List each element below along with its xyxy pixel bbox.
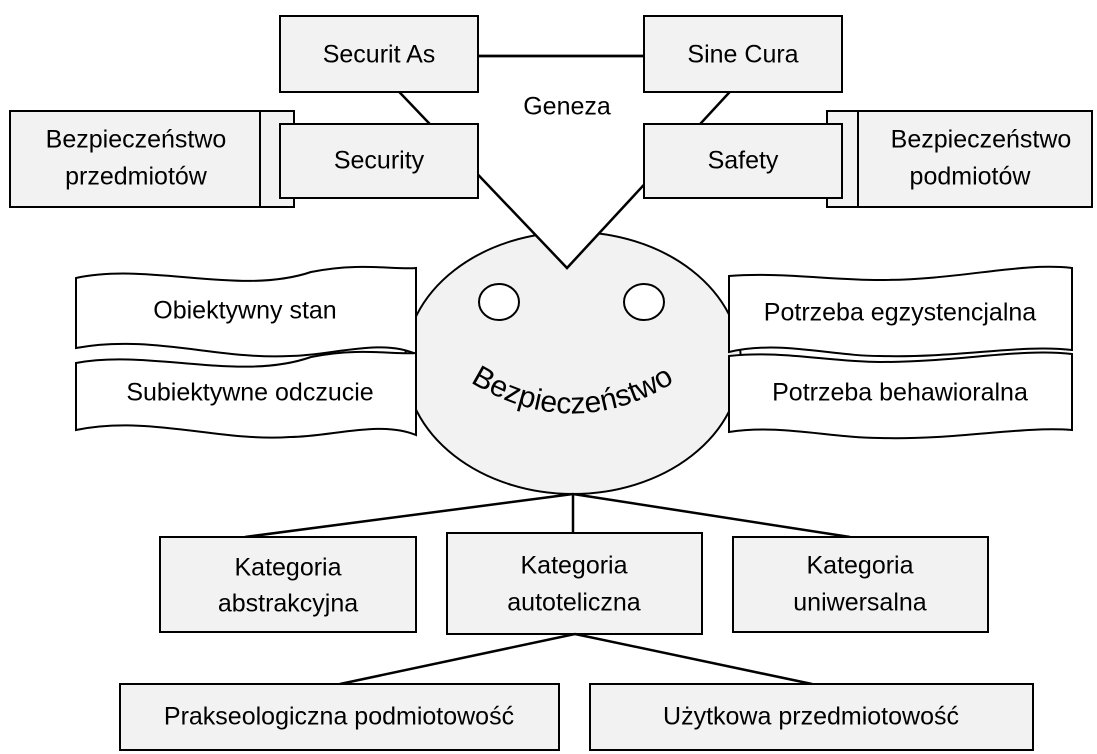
banner-potrzeba-behawioralna-label: Potrzeba behawioralna bbox=[772, 379, 1028, 407]
banner-potrzeba-egzystencjalna bbox=[728, 265, 1073, 358]
security-label: Security bbox=[334, 147, 425, 175]
left-eye bbox=[478, 283, 520, 321]
kategoria-autoteliczna-line1: Kategoria bbox=[520, 552, 627, 580]
sine-cura-box bbox=[643, 15, 843, 93]
kategoria-abstrakcyjna-box bbox=[159, 536, 417, 633]
bezpieczenstwo-przedmiotow-box bbox=[9, 110, 261, 208]
prakseologiczna-podmiotowosc-label: Prakseologiczna podmiotowość bbox=[164, 703, 514, 731]
banner-obiektywny-stan-label: Obiektywny stan bbox=[153, 297, 336, 325]
uzytkowa-przedmiotowosc-box bbox=[589, 683, 1034, 751]
banner-potrzeba-egzystencjalna-label: Potrzeba egzystencjalna bbox=[764, 299, 1036, 327]
connector-to-uzytkowa bbox=[574, 632, 813, 686]
connector-to-uniwersalna bbox=[572, 492, 851, 539]
bezpieczenstwo-podmiotow-box bbox=[857, 110, 1093, 208]
prakseologiczna-podmiotowosc-box bbox=[119, 683, 560, 751]
kategoria-abstrakcyjna-line1: Kategoria bbox=[234, 554, 341, 582]
kategoria-uniwersalna-box bbox=[732, 536, 989, 633]
face-shape bbox=[404, 231, 742, 495]
connector-to-abstrakcyjna bbox=[244, 492, 574, 539]
kategoria-abstrakcyjna-line2: abstrakcyjna bbox=[218, 590, 358, 618]
banner-subiektywne-odczucie-label: Subiektywne odczucie bbox=[126, 379, 373, 407]
securit-as-box bbox=[279, 15, 479, 93]
bezpieczenstwo-podmiotow-line2: podmiotów bbox=[910, 163, 1032, 191]
banner-subiektywne-odczucie bbox=[75, 350, 417, 439]
safety-label: Safety bbox=[708, 147, 779, 175]
bezpieczenstwo-przedmiotow-line2: przedmiotów bbox=[65, 163, 208, 191]
geneza-label: Geneza bbox=[523, 93, 611, 121]
connector-to-prakseologiczna bbox=[339, 632, 576, 686]
securit-as-label: Securit As bbox=[323, 41, 436, 69]
right-eye bbox=[623, 283, 665, 321]
sine-cura-label: Sine Cura bbox=[687, 41, 798, 69]
security-box bbox=[279, 123, 479, 199]
uzytkowa-przedmiotowosc-label: Użytkowa przedmiotowość bbox=[663, 703, 959, 731]
banner-potrzeba-behawioralna bbox=[728, 351, 1073, 440]
kategoria-uniwersalna-line2: uniwersalna bbox=[793, 589, 927, 617]
kategoria-autoteliczna-box bbox=[446, 532, 703, 635]
safety-box bbox=[643, 123, 843, 199]
kategoria-uniwersalna-line1: Kategoria bbox=[806, 552, 913, 580]
kategoria-autoteliczna-line2: autoteliczna bbox=[507, 589, 641, 617]
bezpieczenstwo-podmiotow-line1: Bezpieczeństwo bbox=[891, 126, 1072, 154]
bezpieczenstwo-przedmiotow-line1: Bezpieczeństwo bbox=[46, 126, 227, 154]
